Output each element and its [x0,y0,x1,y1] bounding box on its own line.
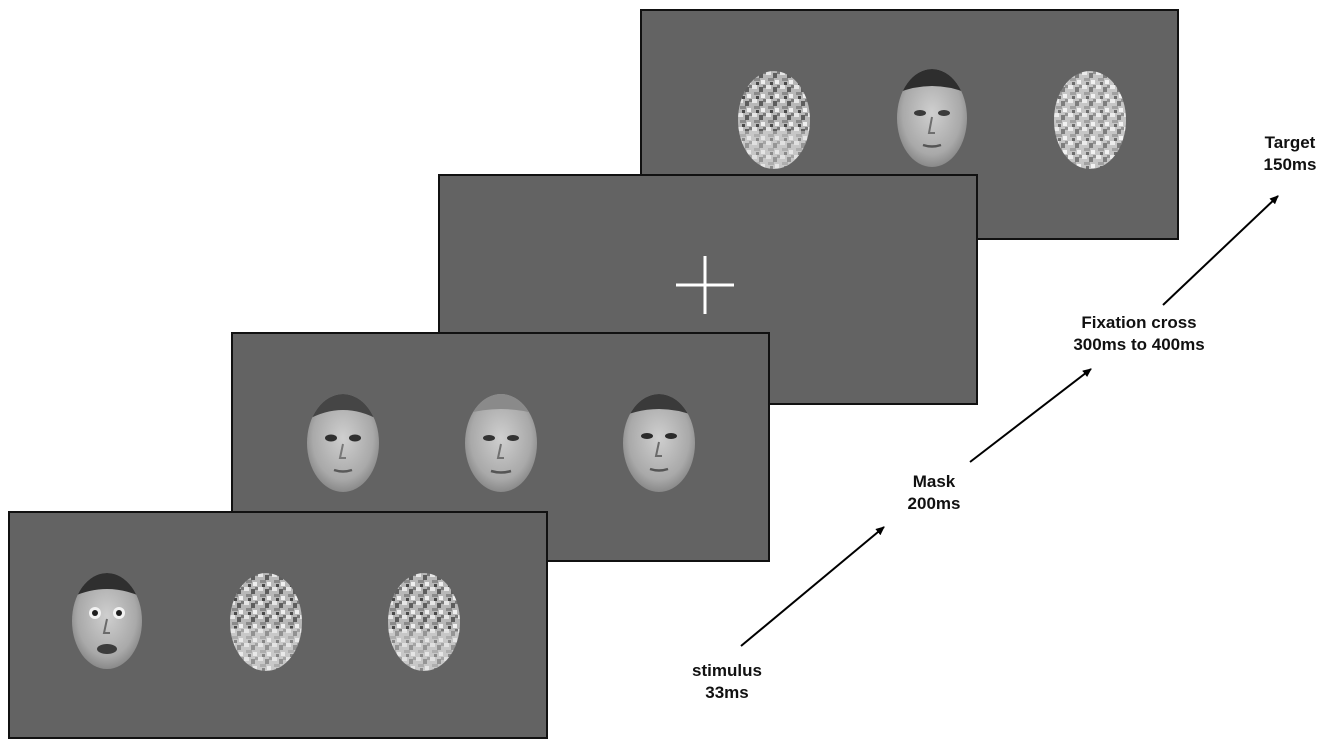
arrow-mask-to-fixation [969,368,1092,463]
stimulus-name: stimulus [692,661,762,680]
mask-duration: 200ms [907,494,961,513]
neutral-face-center [897,69,967,167]
label-target: Target 150ms [1250,132,1330,176]
fixation-cross-icon [676,256,734,314]
label-mask: Mask 200ms [892,471,976,515]
mask-name: Mask [912,472,956,491]
scrambled-stimulus-right [388,573,460,671]
label-stimulus: stimulus 33ms [674,660,780,704]
label-fixation: Fixation cross 300ms to 400ms [1044,312,1234,356]
arrow-fixation-to-target [1162,195,1279,306]
fixation-duration: 300ms to 400ms [1073,335,1205,354]
stimulus-duration: 33ms [705,683,749,702]
arrow-stimulus-to-mask [740,526,885,647]
fixation-name: Fixation cross [1081,313,1197,332]
target-name: Target [1264,133,1316,152]
mask-face-center [465,394,537,492]
scrambled-face-right [1054,71,1126,169]
fearful-face [72,573,142,669]
mask-face-left [307,394,379,492]
target-duration: 150ms [1263,155,1317,174]
